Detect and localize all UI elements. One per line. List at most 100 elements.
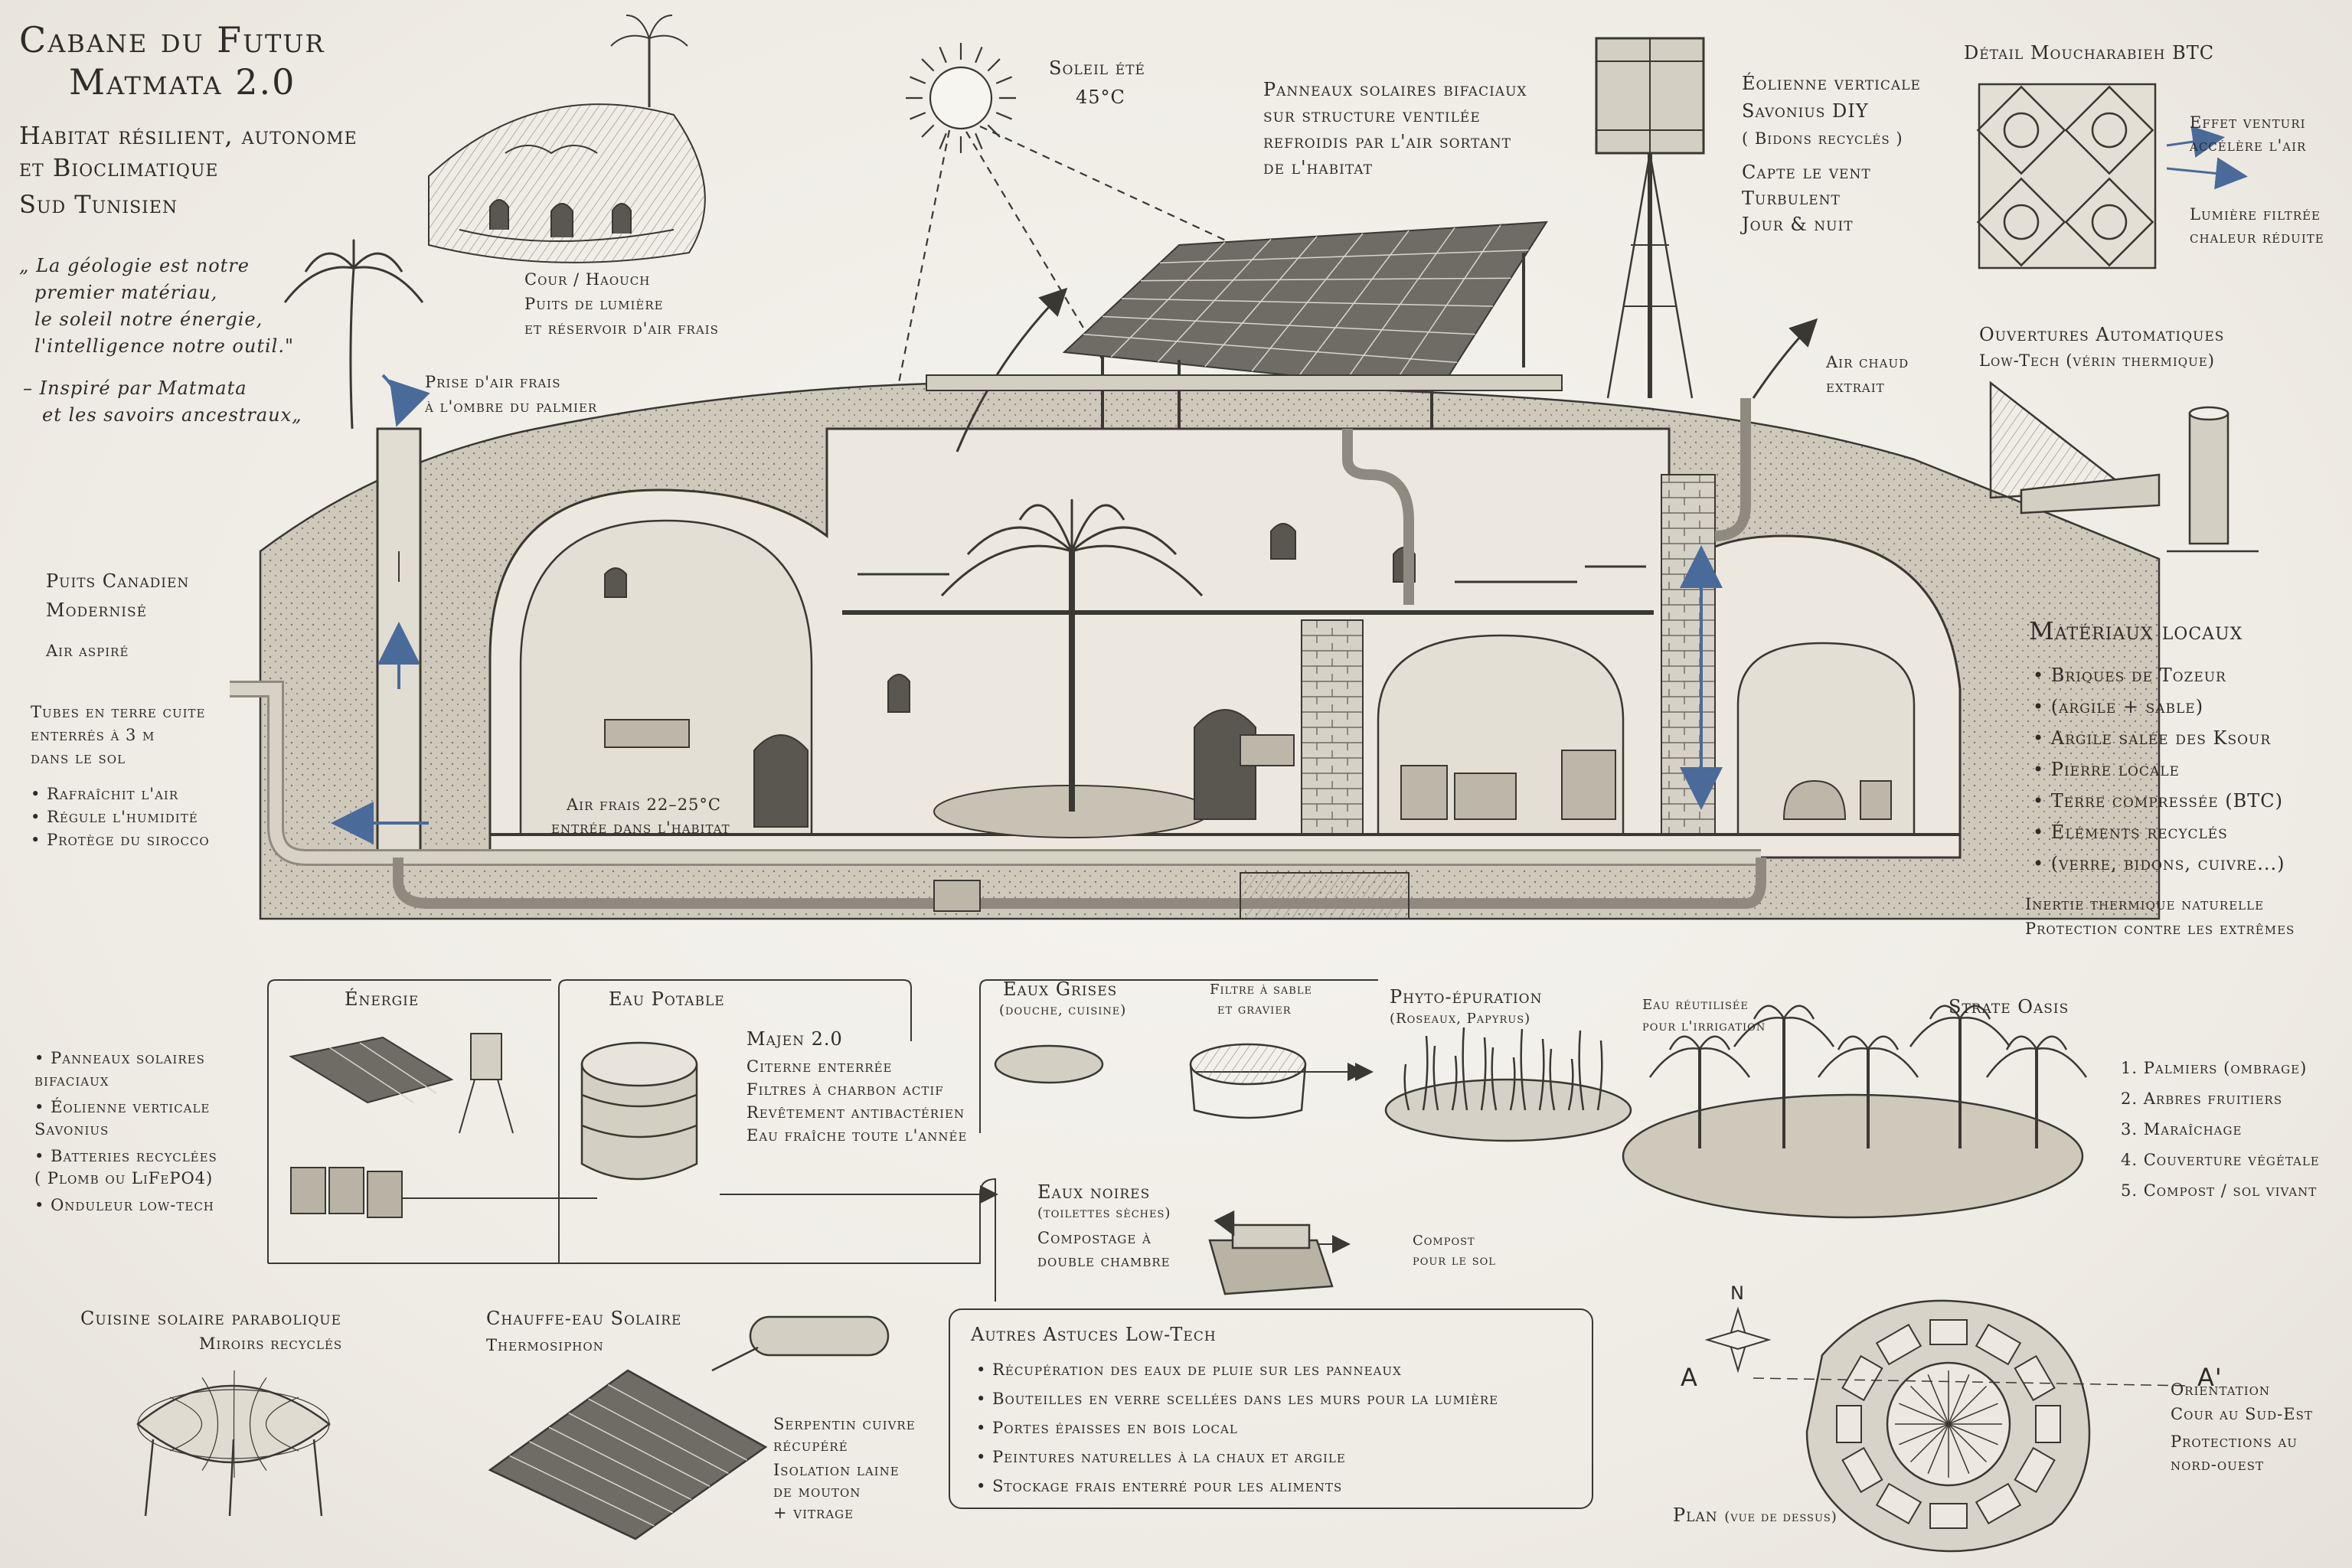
- title-line1: Cabane du Futur: [19, 19, 325, 60]
- compost-box: [1208, 1210, 1334, 1295]
- oasis-item: Couverture végétale: [2143, 1151, 2320, 1169]
- tip-item: Peintures naturelles à la chaux et argil…: [976, 1442, 1498, 1472]
- hot-air-note: Air chaud: [1826, 353, 1909, 371]
- canadian-title: Modernisé: [46, 599, 147, 621]
- materials-note: Protection contre les extrêmes: [2025, 920, 2295, 938]
- compost-note: Compost: [1413, 1233, 1475, 1249]
- heater-note: Isolation laine: [773, 1461, 900, 1479]
- panels-note-line: de l'habitat: [1263, 157, 1373, 178]
- material-item: Briques de Tozeur: [2033, 660, 2285, 691]
- section-a-label: A: [1681, 1363, 1698, 1392]
- tip-item: Bouteilles en verre scellées dans les mu…: [976, 1384, 1498, 1413]
- reuse-note: pour l'irrigation: [1642, 1018, 1766, 1034]
- intake-note: Prise d'air frais: [425, 373, 561, 391]
- panels-note-line: Panneaux solaires bifaciaux: [1263, 79, 1527, 100]
- title-line2: Matmata 2.0: [69, 61, 296, 103]
- oasis-item: Arbres fruitiers: [2143, 1089, 2283, 1108]
- filter-note: Filtre à sable: [1210, 982, 1312, 998]
- material-item: Argile salée des Ksour: [2033, 723, 2285, 754]
- wind-line: Turbulent: [1742, 188, 1841, 209]
- court-line: et réservoir d'air frais: [524, 319, 719, 338]
- solar-water-heater: [488, 1315, 890, 1540]
- tip-item: Récupération des eaux de pluie sur les p…: [976, 1355, 1498, 1384]
- orientation-line: Cour au Sud-Est: [2171, 1405, 2313, 1423]
- black-line: Compostage à: [1037, 1229, 1152, 1247]
- energy-item: Éolienne verticale Savonius: [34, 1096, 218, 1141]
- energy-panels: [289, 1033, 514, 1218]
- savonius-turbine: [1595, 37, 1705, 399]
- sun: [894, 43, 1302, 399]
- plan-caption: Plan (vue de dessus): [1673, 1502, 1838, 1528]
- black-title: Eaux noires: [1037, 1181, 1151, 1203]
- plan-caption-sub: (vue de dessus): [1724, 1509, 1838, 1525]
- wind-line: Éolienne verticale: [1742, 73, 1921, 94]
- fresh-air-note: entrée dans l'habitat: [551, 818, 730, 837]
- material-item: Pierre locale: [2033, 754, 2285, 786]
- majen-line: Filtres à charbon actif: [746, 1080, 944, 1099]
- openings-sub: Low-Tech (vérin thermique): [1979, 351, 2215, 370]
- oasis-item: Compost / sol vivant: [2143, 1181, 2318, 1200]
- intake-note: à l'ombre du palmier: [425, 397, 598, 416]
- mashrabiya-note: Effet venturi: [2190, 113, 2306, 132]
- material-item: Terre compressée (BTC): [2033, 786, 2285, 817]
- grey-sub: (douche, cuisine): [999, 1002, 1127, 1018]
- wind-line: Capte le vent: [1742, 162, 1871, 183]
- majen-tank: [580, 1041, 698, 1181]
- grey-title: Eaux Grises: [1003, 978, 1118, 1000]
- canadian-aspire: Air aspiré: [46, 642, 129, 660]
- orientation-line: nord-ouest: [2171, 1455, 2265, 1474]
- plan-caption-main: Plan: [1673, 1504, 1718, 1526]
- quote-credit: et les savoirs ancestraux„: [42, 404, 302, 426]
- sun-label: Soleil été: [1049, 57, 1145, 79]
- section-ground: [259, 381, 2161, 920]
- heater-note: de mouton: [773, 1482, 861, 1501]
- phyto-sub: (Roseaux, Papyrus): [1390, 1011, 1531, 1027]
- materials-list: Briques de Tozeur (argile + sable) Argil…: [2033, 660, 2285, 880]
- subtitle-1: Habitat résilient, autonome: [19, 121, 358, 150]
- black-sub: (toilettes sèches): [1037, 1205, 1171, 1221]
- orientation-line: Orientation: [2171, 1380, 2271, 1399]
- north-label: N: [1730, 1282, 1745, 1304]
- material-item: Éléments recyclés: [2033, 817, 2285, 848]
- panels-note-line: sur structure ventilée: [1263, 105, 1481, 126]
- oasis-item: Palmiers (ombrage): [2143, 1059, 2308, 1077]
- heater-note: récupéré: [773, 1436, 848, 1455]
- openings-title: Ouvertures Automatiques: [1979, 324, 2225, 345]
- compass-rose: [1704, 1306, 1772, 1374]
- canadian-tubes: enterrés à 3 m: [31, 726, 155, 744]
- energy-item: Onduleur low-tech: [34, 1194, 226, 1217]
- oasis-garden: [1622, 1004, 2088, 1219]
- quote-line: „ La géologie est notre: [19, 255, 250, 276]
- court-line: Cour / Haouch: [524, 270, 651, 289]
- fresh-air-note: Air frais 22–25°C: [567, 795, 721, 814]
- canadian-tubes: Tubes en terre cuite: [31, 703, 206, 721]
- filter-note: et gravier: [1217, 1001, 1292, 1018]
- tip-item: Stockage frais enterré pour les aliments: [976, 1472, 1498, 1501]
- mashrabiya-note: chaleur réduite: [2190, 228, 2324, 247]
- court-line: Puits de lumière: [524, 295, 664, 313]
- energy-list: Panneaux solaires bifaciaux Éolienne ver…: [34, 1047, 226, 1217]
- majen-line: Revêtement antibactérien: [746, 1103, 965, 1122]
- phyto-reeds: [1384, 1027, 1632, 1142]
- tips-title: Autres Astuces Low-Tech: [971, 1324, 1217, 1345]
- quote-line: l'intelligence notre outil.": [34, 335, 295, 357]
- majen-line: Eau fraîche toute l'année: [746, 1126, 968, 1145]
- majen-title: Majen 2.0: [746, 1028, 843, 1050]
- subtitle-2: et Bioclimatique: [19, 153, 219, 182]
- oasis-list: Palmiers (ombrage) Arbres fruitiers Mara…: [2121, 1053, 2320, 1206]
- material-item: (verre, bidons, cuivre...): [2033, 848, 2285, 880]
- heater-title: Thermosiphon: [486, 1336, 604, 1354]
- phyto-title: Phyto-épuration: [1390, 986, 1543, 1008]
- orientation-line: Protections au: [2171, 1432, 2298, 1451]
- energy-header: Énergie: [345, 988, 420, 1010]
- mashrabiya-note: accélère l'air: [2190, 136, 2307, 155]
- cooker-sub: Miroirs recyclés: [199, 1334, 343, 1353]
- tip-item: Portes épaisses en bois local: [976, 1413, 1498, 1442]
- black-line: double chambre: [1037, 1252, 1171, 1270]
- sun-temp: 45°C: [1076, 87, 1125, 108]
- quote-credit: – Inspiré par Matmata: [23, 377, 247, 399]
- panels-note-line: refroidis par l'air sortant: [1263, 131, 1511, 152]
- wind-line: Savonius DIY: [1742, 100, 1869, 122]
- canadian-bullet: Protège du sirocco: [31, 828, 210, 851]
- material-item: (argile + sable): [2033, 691, 2285, 723]
